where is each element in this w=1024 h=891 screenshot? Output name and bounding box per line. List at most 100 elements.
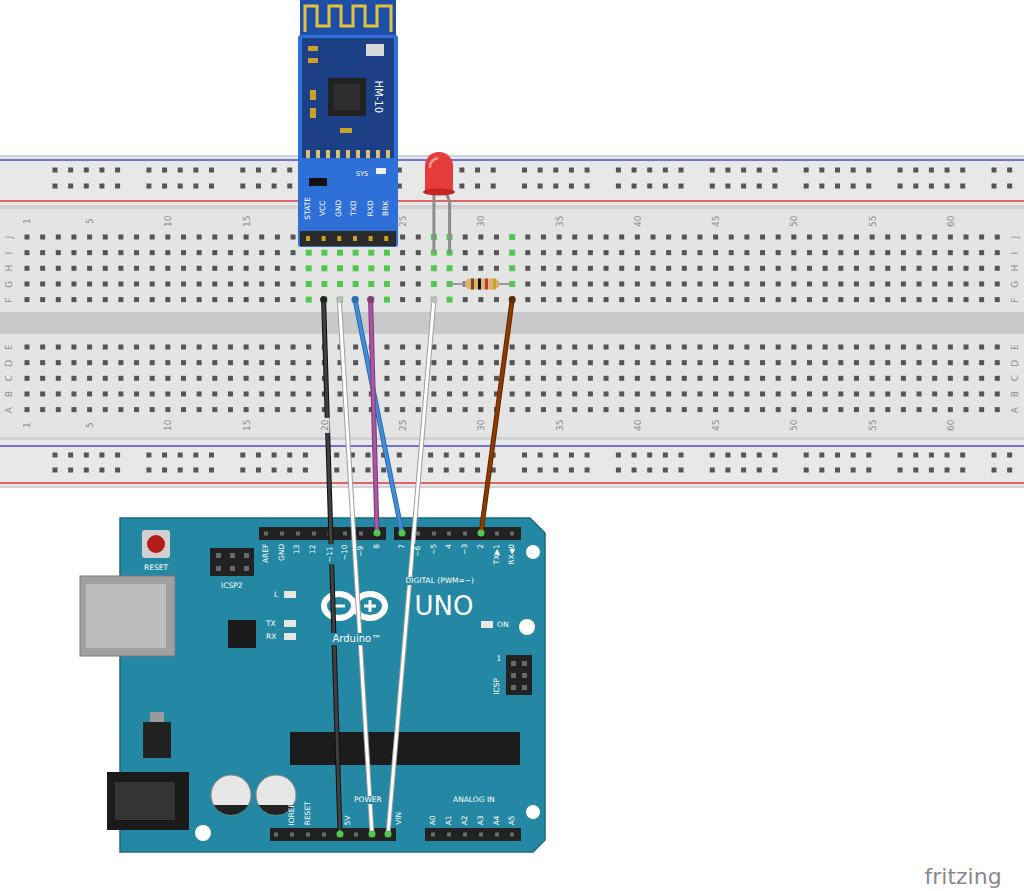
breadboard-hole [56,345,61,350]
hm10-module-part [316,150,320,158]
breadboard-hole [150,266,155,271]
breadboard-hole [851,168,856,173]
breadboard-hole [306,360,311,365]
breadboard-hole [772,453,777,458]
breadboard-hole [964,235,969,240]
breadboard-hole [475,468,480,473]
wires-part [478,530,485,537]
breadboard-hole [917,376,922,381]
wires-part [369,831,376,838]
breadboard-hole [870,360,875,365]
breadboard-hole [178,468,183,473]
wires-part [339,300,372,834]
breadboard-hole [197,360,202,365]
breadboard-hole [71,391,76,396]
breadboard [0,155,1024,488]
breadboard-hole [478,391,483,396]
breadboard-hole [682,235,687,240]
pin-label: 5V [344,815,353,825]
hm10-module-part [300,0,396,40]
breadboard-hole [917,407,922,412]
breadboard-hole [494,250,499,255]
hm10-module-part [384,236,388,241]
breadboard-hole [244,266,249,271]
breadboard-hole [291,391,296,396]
breadboard-hole [162,468,167,473]
breadboard-hole [964,266,969,271]
breadboard-hole [103,407,108,412]
header-label: POWER [352,796,384,805]
breadboard-hole [87,297,92,302]
breadboard-hole [181,376,186,381]
arduino-uno-part [324,594,354,618]
pin-label: A1 [445,815,454,825]
breadboard-hole [885,235,890,240]
breadboard-hole [697,250,702,255]
arduino-uno-part [416,532,420,536]
breadboard-hole [400,360,405,365]
breadboard-hole [400,407,405,412]
breadboard-hole [776,235,781,240]
board-name: UNO [415,592,474,622]
breadboard-hole [960,184,965,189]
breadboard-hole [510,391,515,396]
hm10-module-part [306,236,310,241]
arduino-uno-part [214,805,249,815]
arduino-uno-part [510,532,514,536]
breadboard-hole [632,168,637,173]
breadboard-hole [428,453,433,458]
breadboard-hole [851,468,856,473]
resistor-part [465,279,499,290]
breadboard-hole [760,266,765,271]
breadboard-hole [932,235,937,240]
breadboard-hole [729,360,734,365]
breadboard-hole [632,184,637,189]
arduino-uno-part [506,655,532,695]
breadboard-hole [459,468,464,473]
breadboard-hole [118,281,123,286]
breadboard-hole [838,297,843,302]
column-number: 15 [241,419,251,430]
breadboard-hole [557,407,562,412]
wires-part [355,300,402,533]
pin-label: RX◀0 [508,544,517,565]
breadboard-hole [741,453,746,458]
breadboard-hole [447,360,452,365]
breadboard-hole [710,184,715,189]
breadboard-hole [569,184,574,189]
breadboard-hole [321,281,327,287]
breadboard-hole [209,168,214,173]
breadboard-hole [384,281,390,287]
breadboard-hole [647,453,652,458]
pin-label: A2 [461,815,470,825]
breadboard-hole [776,376,781,381]
arduino-uno-part [259,527,386,540]
breadboard-hole [212,297,217,302]
arduino-uno-part [228,620,256,648]
breadboard-hole [478,407,483,412]
breadboard-hole [178,453,183,458]
breadboard-hole [212,345,217,350]
arduino-uno-part [526,805,540,819]
breadboard-hole [804,168,809,173]
led-part [430,158,438,168]
breadboard-hole [929,468,934,473]
breadboard-hole [162,168,167,173]
breadboard-hole [619,250,624,255]
breadboard-hole [553,453,558,458]
pin-label: BRK [382,200,391,215]
breadboard-hole [68,168,73,173]
breadboard-hole [541,266,546,271]
arduino-uno-part [432,532,436,536]
row-letter: H [1010,265,1020,272]
breadboard-hole [666,345,671,350]
breadboard-hole [118,235,123,240]
arduino-uno-part [522,685,527,690]
wires-part [367,296,374,303]
breadboard-hole [384,250,390,256]
breadboard-hole [932,345,937,350]
breadboard-hole [25,407,30,412]
breadboard-hole [651,266,656,271]
arduino-uno-part [290,833,294,837]
breadboard-hole [776,266,781,271]
